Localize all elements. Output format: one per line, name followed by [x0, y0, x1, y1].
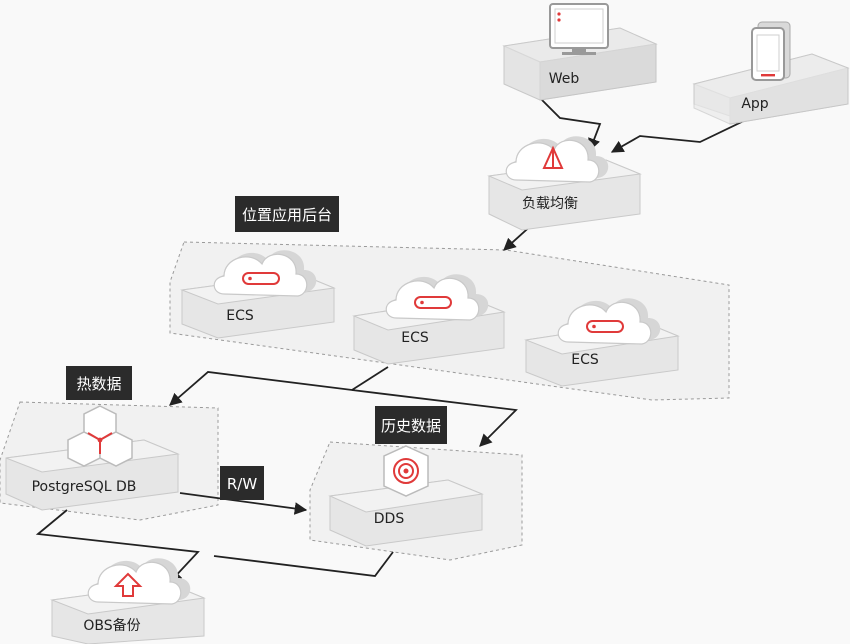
history-data-label: 历史数据: [381, 417, 441, 435]
cloud-icon: [87, 558, 191, 605]
ecs-node-2[interactable]: ECS: [352, 274, 506, 365]
tablet-icon: [751, 21, 791, 81]
server-icon: [242, 272, 280, 285]
upload-arrow-icon: [113, 572, 143, 597]
backend-group-tag: 位置应用后台: [235, 196, 339, 232]
hot-data-label: 热数据: [76, 375, 121, 393]
app-to-elb-connector: [610, 116, 753, 153]
dds-to-obs-connector: [213, 551, 394, 577]
postgresql-label: PostgreSQL DB: [32, 479, 137, 495]
monitor-icon: [549, 3, 609, 55]
web-to-elb-connector: [533, 91, 602, 152]
postgres-to-dds-rw-connector: [179, 492, 308, 515]
rw-label: R/W: [227, 475, 257, 493]
app-label: App: [741, 96, 768, 112]
hot-data-tag: 热数据: [66, 366, 132, 400]
backend-to-dds-connector: [351, 389, 518, 447]
server-icon: [586, 320, 624, 333]
dds-label: DDS: [374, 511, 405, 527]
web-node[interactable]: Web: [502, 3, 658, 101]
obs-label: OBS备份: [83, 617, 140, 634]
server-icon: [414, 296, 452, 309]
app-node[interactable]: App: [692, 21, 850, 125]
ecs-label-2: ECS: [401, 330, 429, 346]
dds-node[interactable]: DDS: [328, 445, 484, 547]
rw-tag: R/W: [220, 466, 264, 500]
obs-node[interactable]: OBS备份: [50, 558, 206, 644]
web-label: Web: [549, 71, 580, 87]
backend-to-postgres-connector: [169, 366, 389, 406]
postgres-to-obs-connector: [35, 509, 200, 583]
load-balancer-icon: [542, 145, 564, 169]
ecs-node-3[interactable]: ECS: [524, 298, 680, 387]
ecs-label-1: ECS: [226, 308, 254, 324]
ecs-node-1[interactable]: ECS: [180, 250, 336, 339]
cloud-icon: [557, 298, 661, 345]
ecs-label-3: ECS: [571, 352, 599, 368]
backend-group-label: 位置应用后台: [242, 206, 332, 224]
database-hexagon-icon: [67, 405, 133, 467]
postgresql-node[interactable]: PostgreSQL DB: [5, 405, 180, 511]
document-database-icon: [383, 445, 429, 497]
elb-label: 负载均衡: [522, 196, 578, 212]
elb-node[interactable]: 负载均衡: [487, 136, 642, 231]
history-data-tag: 历史数据: [375, 406, 447, 444]
